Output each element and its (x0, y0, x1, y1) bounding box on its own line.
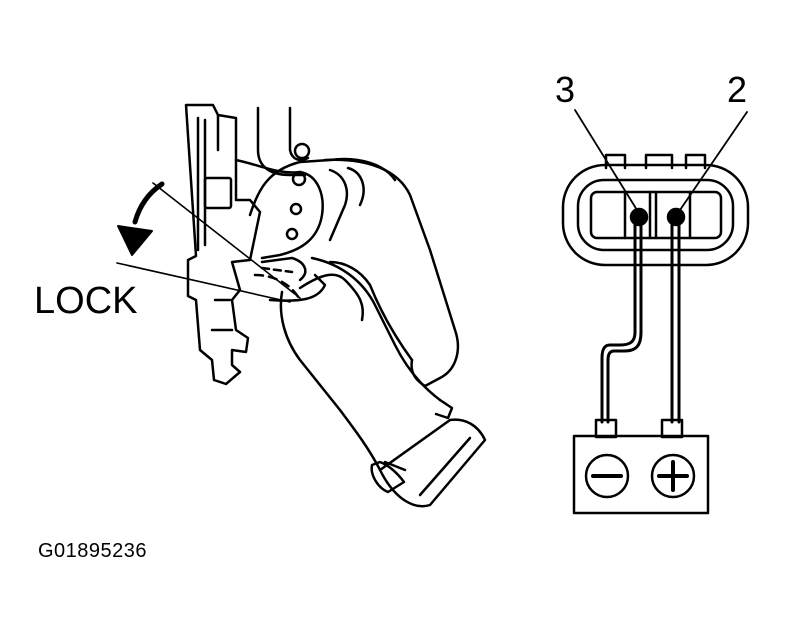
battery-positive-terminal-icon (650, 453, 696, 499)
lock-leader-lines (116, 182, 301, 303)
terminal-3-label: 3 (555, 69, 576, 110)
lock-arrow-icon (117, 181, 165, 256)
battery (572, 418, 710, 515)
battery-negative-terminal-icon (584, 453, 630, 499)
pivot-arm (234, 106, 397, 260)
pin-leader-lines (574, 109, 748, 211)
terminal-2-label: 2 (727, 69, 748, 110)
figure-code: G01895236 (38, 540, 148, 562)
pedal-housing (323, 158, 460, 388)
terminal-connector (561, 153, 750, 267)
jumper-wires (600, 221, 681, 424)
terminal-2-pin (666, 207, 686, 227)
terminal-3-pin (629, 207, 649, 227)
mounting-bracket (184, 103, 262, 386)
sensor-plug (370, 418, 487, 508)
lock-label: LOCK (34, 280, 138, 322)
